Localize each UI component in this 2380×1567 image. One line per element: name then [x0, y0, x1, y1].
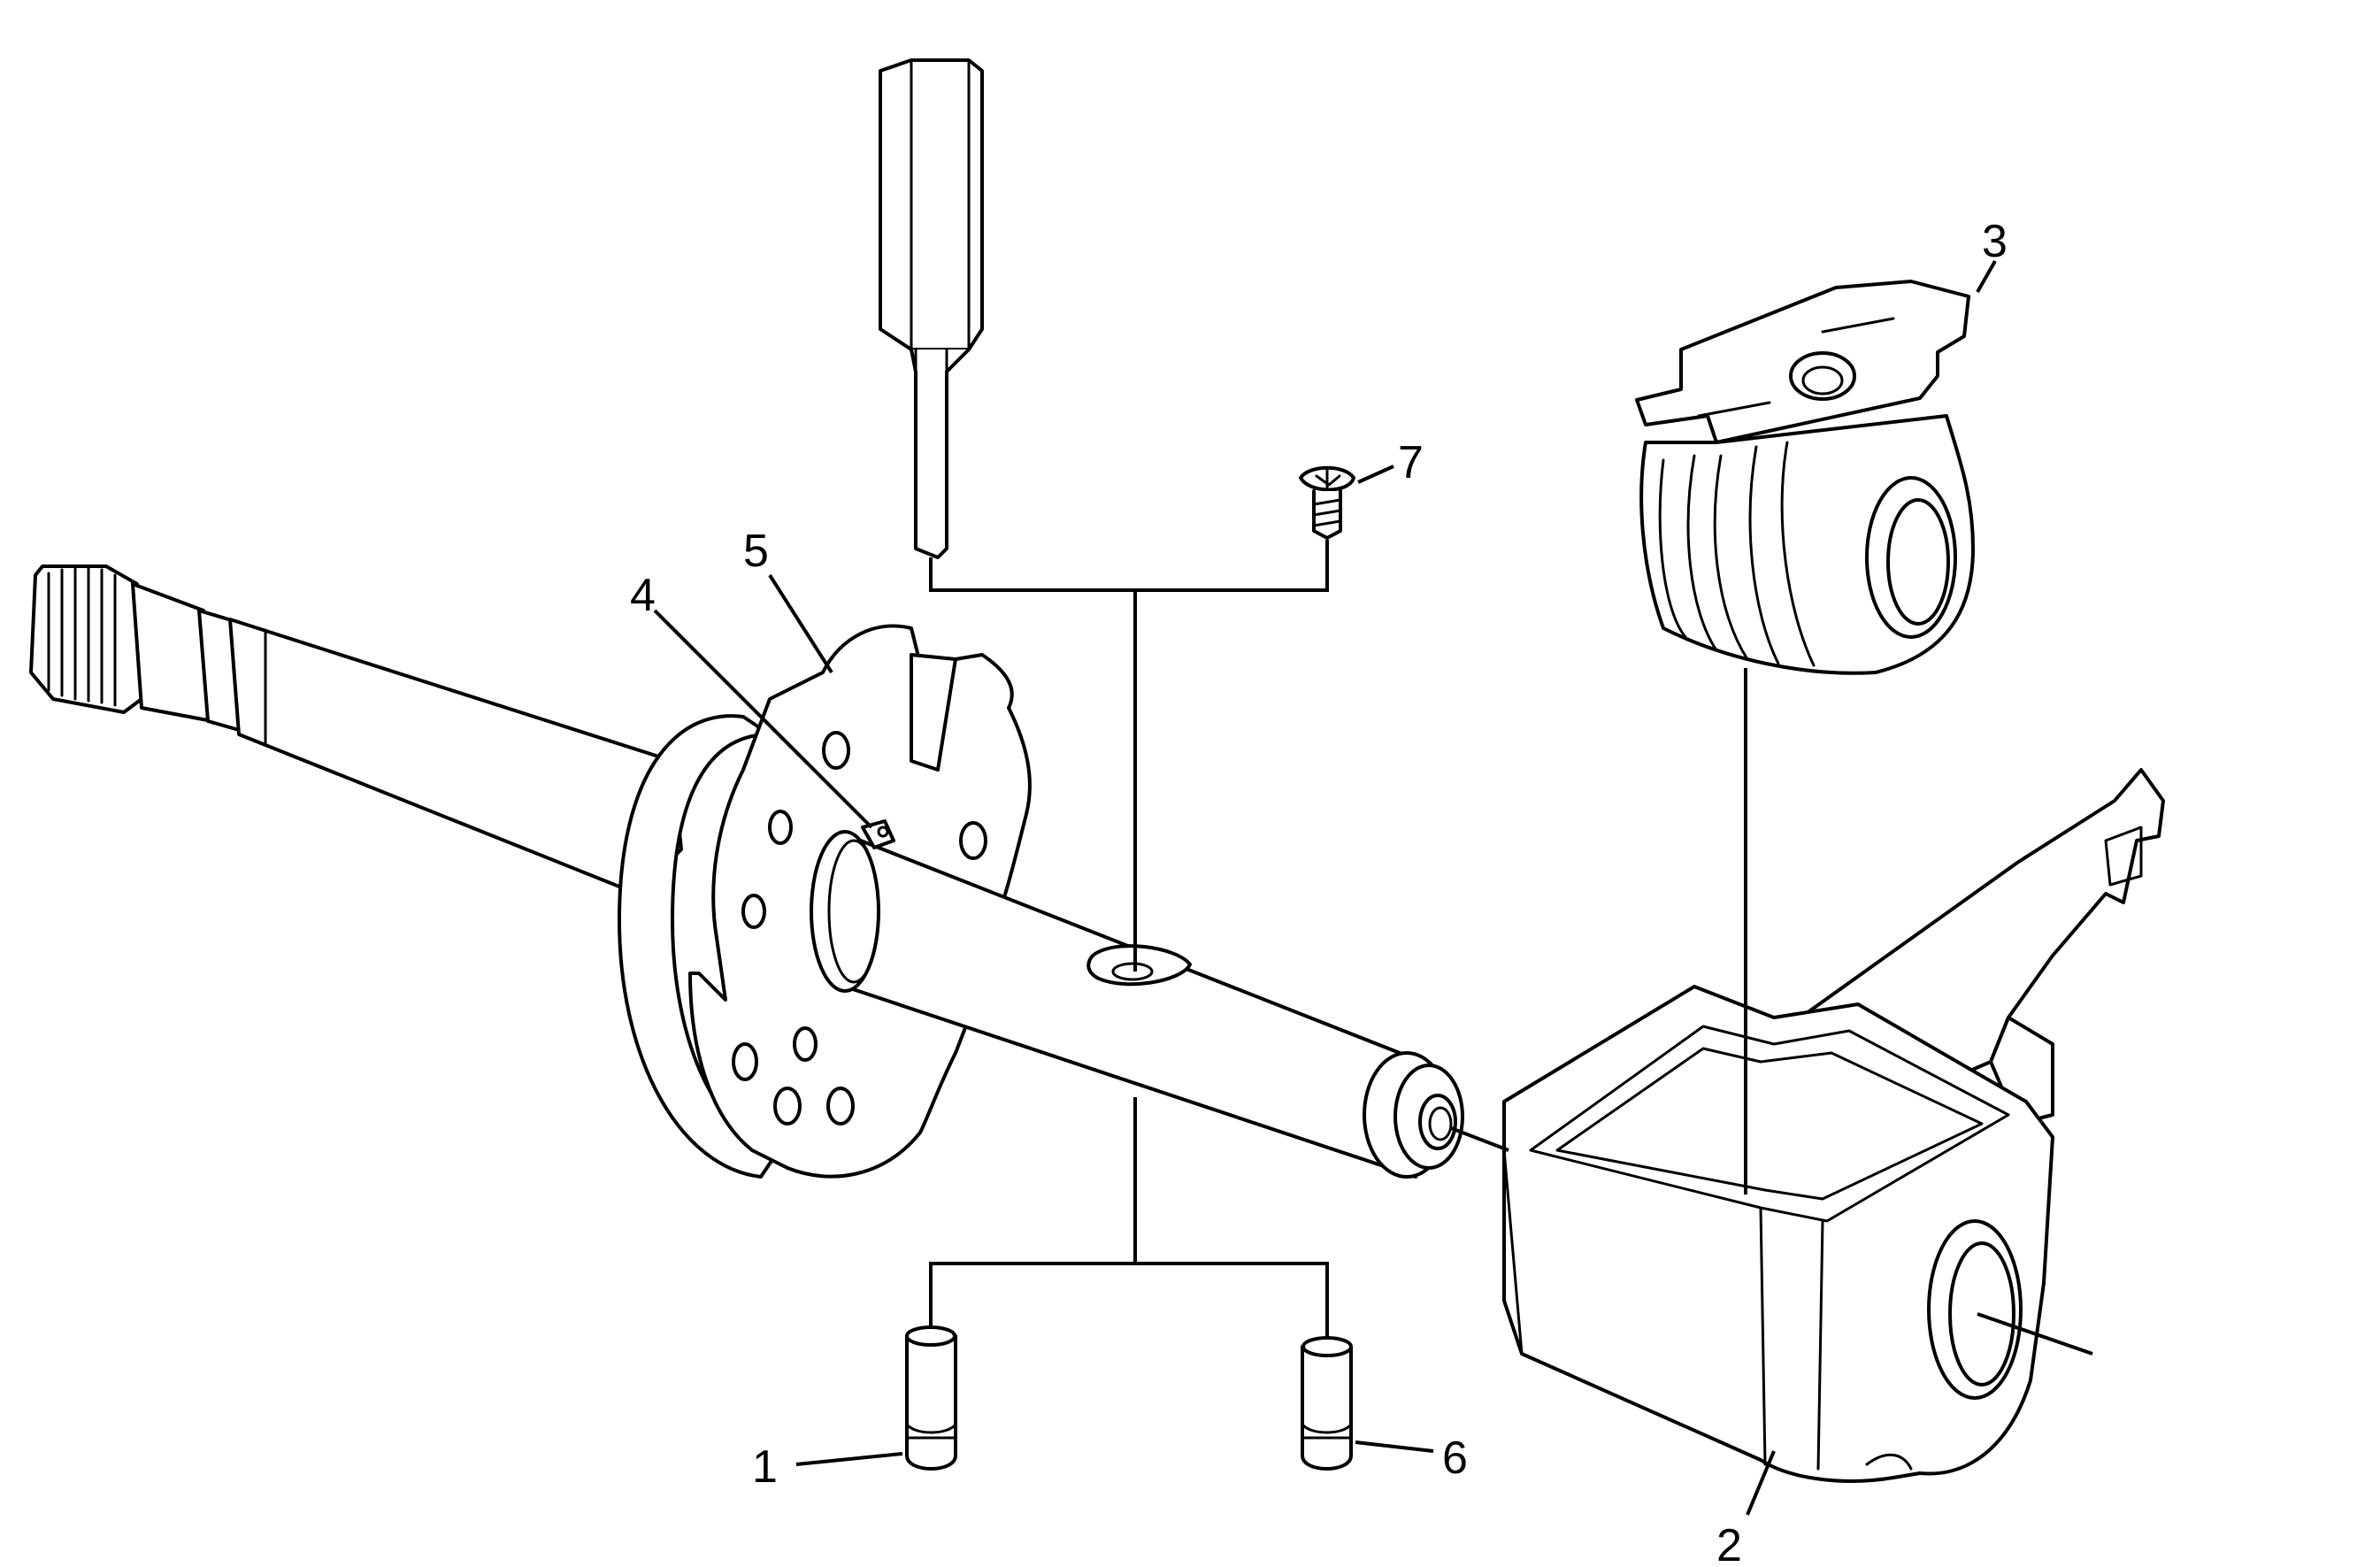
callout-5: 5	[743, 526, 833, 674]
callout-7: 7	[1357, 437, 1424, 488]
callout-4: 4	[630, 570, 873, 829]
callout-label-5: 5	[743, 526, 769, 577]
shift-shaft	[29, 565, 683, 895]
callout-2: 2	[1716, 1450, 1776, 1567]
callout-label-7: 7	[1398, 437, 1424, 488]
callout-label-1: 1	[752, 1441, 778, 1493]
hex-tool	[879, 58, 984, 559]
shift-fork	[1502, 768, 2165, 1483]
shaft-front-section	[810, 830, 1464, 1179]
fork-housing	[1502, 985, 2054, 1483]
shaft-rear-section	[228, 618, 683, 895]
shaft-splined-end	[29, 565, 241, 732]
assembly-lines	[929, 540, 2093, 1356]
callout-label-3: 3	[1982, 216, 2008, 267]
callout-label-2: 2	[1716, 1520, 1742, 1567]
detent-spring-assembly	[1635, 280, 1975, 675]
roll-pin-1	[905, 1325, 957, 1471]
callout-label-4: 4	[630, 570, 656, 621]
callout-1: 1	[752, 1441, 903, 1493]
callout-label-6: 6	[1442, 1433, 1468, 1484]
callout-3: 3	[1976, 216, 2008, 293]
roll-pin-6	[1301, 1336, 1353, 1471]
screw	[1299, 465, 1355, 540]
callout-6: 6	[1355, 1433, 1468, 1484]
